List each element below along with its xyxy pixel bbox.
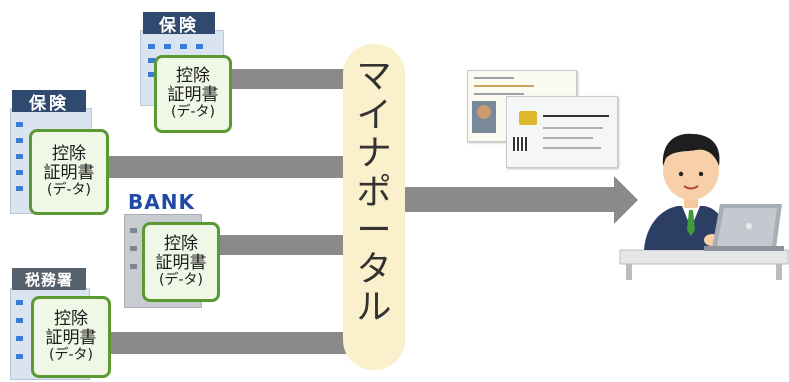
certificate-line3: (デ-タ) (47, 182, 91, 199)
tax-office-sign: 税務署 (12, 268, 86, 290)
window (16, 336, 23, 341)
window (16, 318, 23, 323)
window (130, 228, 137, 233)
deduction-certificate-card: 控除 証明書 (デ-タ) (29, 129, 109, 215)
portal-char: イ (356, 95, 392, 136)
deduction-certificate-card: 控除 証明書 (デ-タ) (31, 296, 111, 378)
certificate-line2: 証明書 (155, 253, 207, 274)
connector-insurance-upper (232, 69, 346, 89)
connector-tax-office (110, 332, 346, 354)
portal-char: ポ (356, 172, 392, 213)
portal-char: マ (356, 57, 392, 97)
window (16, 354, 23, 359)
portal-label: マ イ ナ ポ ー タ ル (343, 58, 405, 328)
window (180, 44, 187, 49)
window (164, 44, 171, 49)
portal-highlight (343, 44, 405, 370)
window (16, 154, 23, 159)
arrow-shaft (405, 187, 618, 212)
deduction-certificate-card: 控除 証明書 (デ-タ) (154, 55, 232, 133)
window (130, 264, 137, 269)
certificate-line2: 証明書 (45, 328, 97, 349)
window (16, 300, 23, 305)
certificate-line3: (デ-タ) (171, 104, 215, 121)
portal-char: ー (356, 211, 392, 251)
connector-bank (220, 235, 346, 255)
portal-char: ル (356, 288, 392, 328)
certificate-line1: 控除 (164, 234, 198, 255)
window (148, 44, 155, 49)
window (16, 122, 23, 127)
window (16, 138, 23, 143)
window (196, 44, 203, 49)
insurance-sign: 保険 (12, 90, 86, 114)
arrow-head (614, 176, 638, 224)
id-card-front (506, 96, 618, 168)
connector-insurance-lower (107, 156, 346, 178)
portal-char: ナ (356, 134, 392, 174)
window (148, 58, 155, 63)
bank-sign: BANK (128, 190, 195, 214)
insurance-sign: 保険 (143, 12, 215, 36)
deduction-certificate-card: 控除 証明書 (デ-タ) (142, 222, 220, 302)
certificate-line1: 控除 (176, 66, 210, 87)
certificate-line1: 控除 (52, 144, 86, 165)
person-at-laptop-icon (619, 133, 789, 280)
certificate-line2: 証明書 (167, 85, 219, 106)
portal-char: タ (356, 249, 392, 290)
window (148, 72, 155, 77)
window (16, 170, 23, 175)
window (130, 246, 137, 251)
certificate-line2: 証明書 (43, 163, 95, 184)
window (16, 186, 23, 191)
certificate-line3: (デ-タ) (159, 272, 203, 289)
certificate-line3: (デ-タ) (49, 347, 93, 364)
certificate-line1: 控除 (54, 309, 88, 330)
